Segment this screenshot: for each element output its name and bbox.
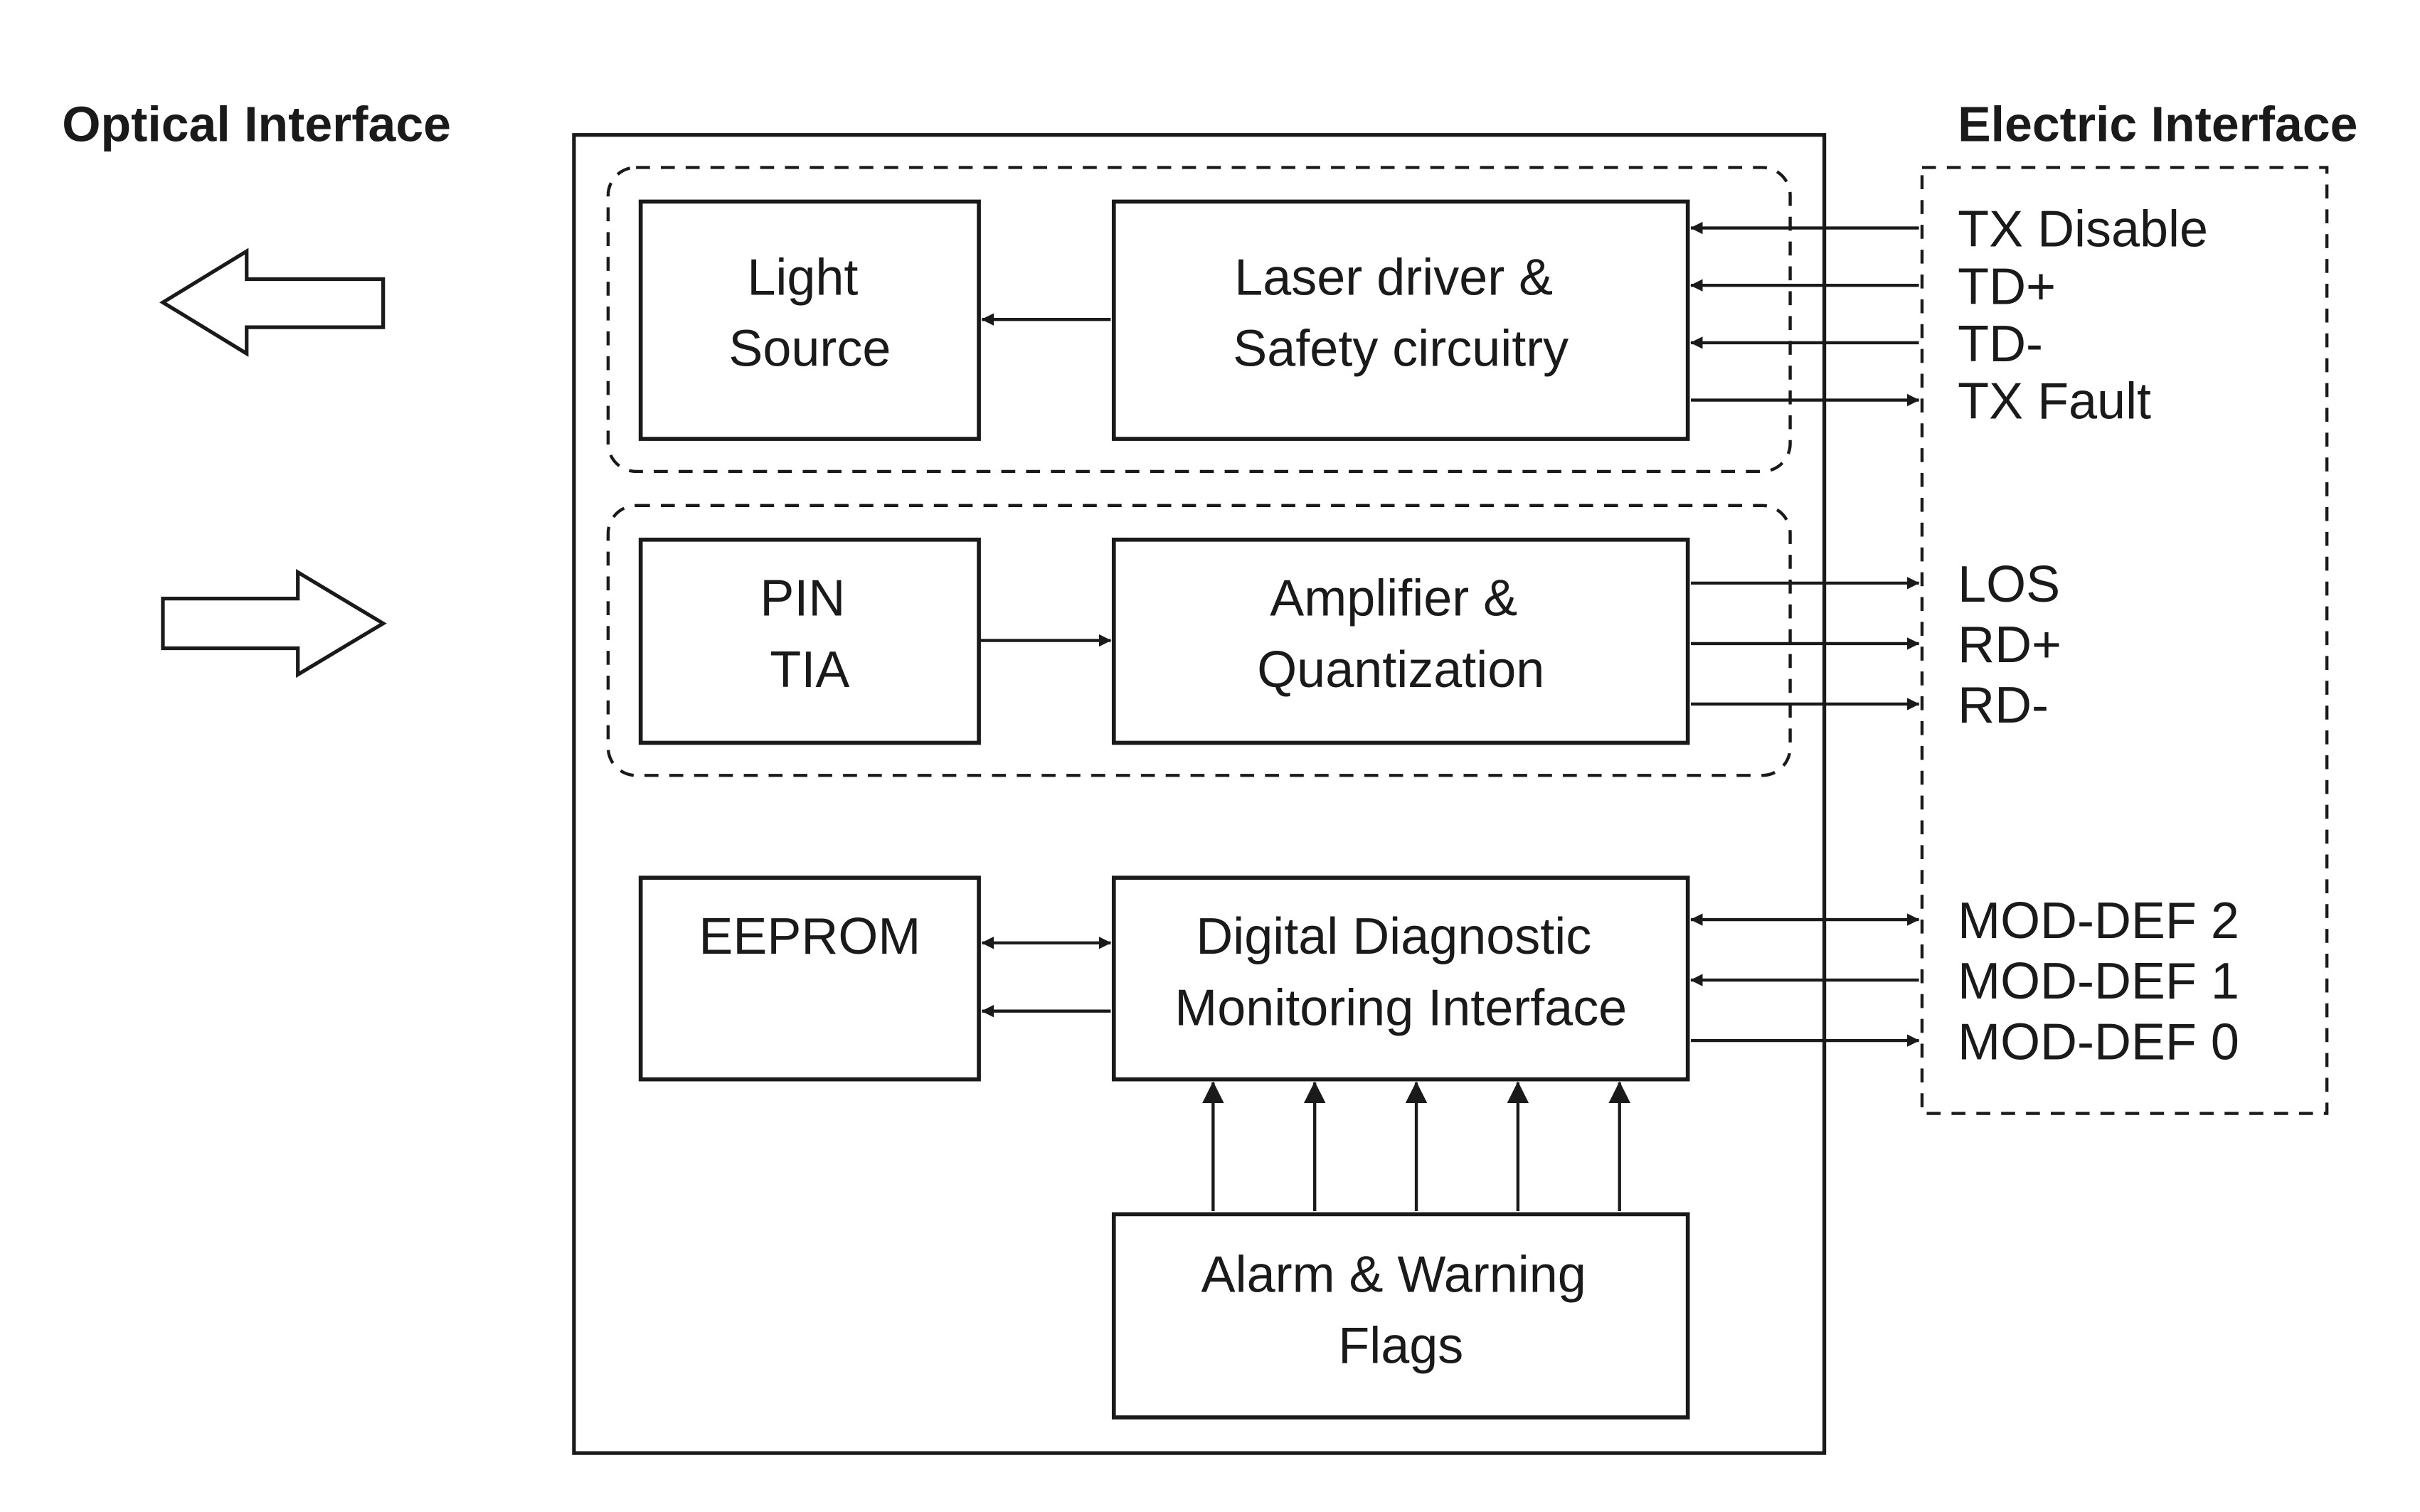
eeprom-label: EEPROM [699,908,920,965]
signal-label-tx-disable: TX Disable [1958,201,2208,258]
optical-input-arrow-icon [161,568,387,678]
svg-text:Laser driver & Safety ci: Laser driver & Safety circuitry [1233,249,1569,377]
signal-label-rd-plus: RD+ [1958,617,2061,674]
transmitter-group-outline [606,166,1792,474]
receiver-group-outline [606,504,1792,777]
signal-label-rd: RD- [1958,677,2049,734]
transceiver-module-outline [572,133,1827,1455]
amplifier-block: Amplifier & Quantization [1111,537,1690,745]
svg-text:Light Source: Light Source [728,249,891,377]
optical-interface-heading: Optical Interface [62,96,451,151]
ddm-label-2: Monitoring Interface [1174,979,1627,1036]
amplifier-label-1: Amplifier & [1270,570,1517,627]
ddm-block: Digital Diagnostic Monitoring Interface [1111,875,1690,1082]
signal-label-mod-def-1: MOD-DEF 1 [1958,953,2239,1010]
signal-label-td: TD- [1958,316,2043,373]
laser-driver-label-2: Safety circuitry [1233,321,1569,378]
pin-tia-label-1: PIN [760,570,845,627]
alarm-flags-block: Alarm & Warning Flags [1111,1212,1690,1420]
laser-driver-label-1: Laser driver & [1234,249,1553,306]
light-source-label-2: Source [728,321,891,378]
alarm-flag-lines [1202,1081,1630,1211]
svg-text:Digital Diagnostic Monit: Digital Diagnostic Monitoring Interface [1174,908,1627,1036]
signal-label-mod-def-0: MOD-DEF 0 [1958,1013,2239,1070]
ddm-label-1: Digital Diagnostic [1196,908,1591,965]
svg-text:PIN TIA: PIN TIA [760,570,859,698]
signal-label-tx-fault: TX Fault [1958,373,2151,430]
alarm-label-1: Alarm & Warning [1201,1246,1586,1303]
amplifier-label-2: Quantization [1257,641,1544,698]
signal-label-td-plus: TD+ [1958,258,2056,315]
signal-lines [1690,221,1920,1047]
eeprom-block: EEPROM [638,875,981,1082]
optical-output-arrow-icon [159,247,386,357]
pin-tia-label-2: TIA [770,641,849,698]
alarm-label-2: Flags [1338,1318,1463,1375]
svg-text:EEPROM: EEPROM [699,908,920,965]
light-source-label-1: Light [747,249,858,306]
laser-driver-block: Laser driver & Safety circuitry [1111,199,1690,441]
electric-interface-heading: Electric Interface [1958,96,2357,151]
signal-label-mod-def-2: MOD-DEF 2 [1958,893,2239,949]
pin-tia-block: PIN TIA [638,537,981,745]
svg-text:Alarm & Warning Flags: Alarm & Warning Flags [1201,1246,1601,1374]
signal-label-los: LOS [1958,556,2060,613]
light-source-block: Light Source [638,199,981,441]
electric-interface-outline [1920,166,2329,1115]
svg-text:Amplifier & Quantization: Amplifier & Quantization [1257,570,1544,698]
